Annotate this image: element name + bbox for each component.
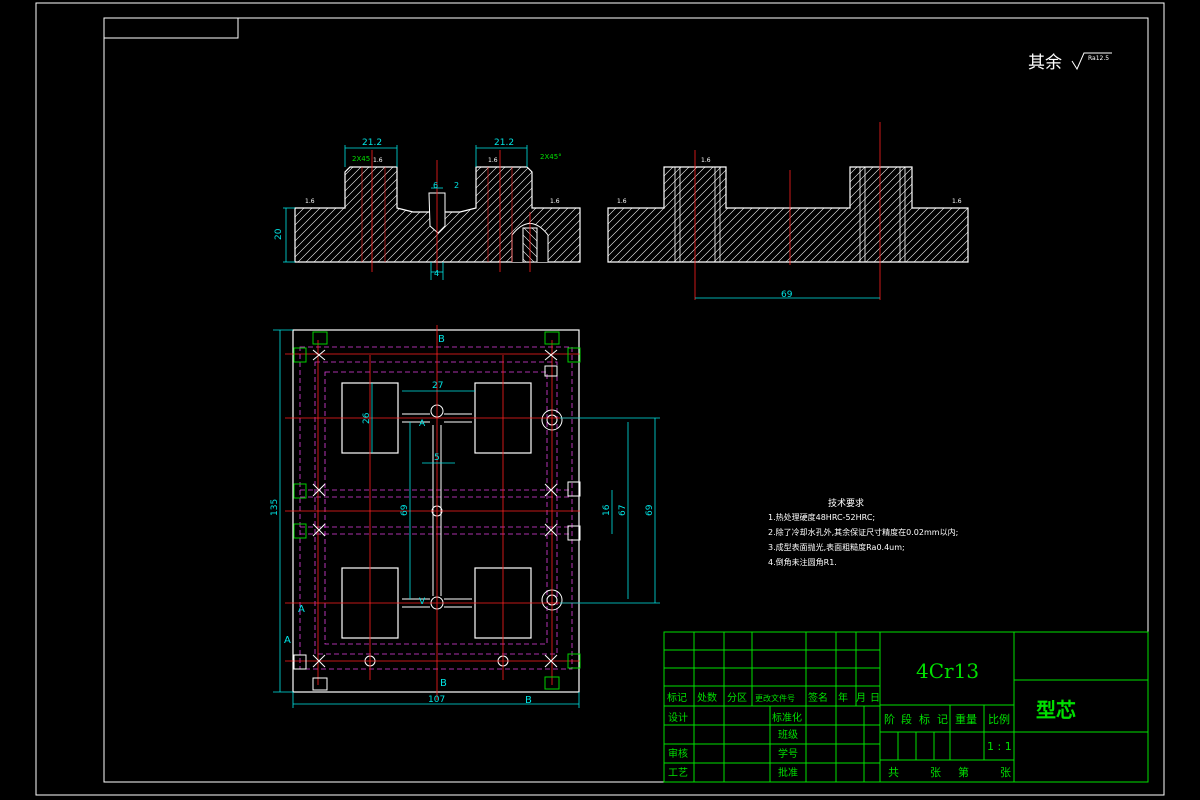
tech-item: 4.倒角未注圆角R1. [768, 557, 837, 567]
sheet-cell: 张 [1000, 766, 1011, 779]
header-cell: 标记 [667, 692, 687, 704]
header-cell: 分区 [727, 692, 747, 704]
dim-label: 27 [432, 381, 443, 391]
header-cell: 年 [838, 691, 848, 704]
dim-label: 21.2 [494, 138, 514, 148]
stage-cell: 段 [901, 712, 912, 726]
ra-mark: 1.6 [305, 198, 315, 205]
tech-title: 技术要求 [828, 497, 864, 509]
row-label: 审核 [668, 747, 688, 760]
section-label: A [419, 419, 426, 429]
material-label: 4Cr13 [916, 659, 979, 683]
section-2-body [607, 166, 969, 263]
roughness-symbol-icon [1071, 52, 1112, 71]
ra-mark: 1.6 [952, 198, 962, 205]
dim-label: 2 [454, 181, 459, 190]
tech-item: 2.除了冷却水孔外,其余保证尺寸精度在0.02mm以内; [768, 527, 958, 537]
tech-item: 1.热处理硬度48HRC-52HRC; [768, 512, 875, 522]
header-cell: 月 [856, 692, 866, 704]
chamfer-label: 2X45 [352, 155, 370, 163]
stage-cell: 比例 [988, 712, 1010, 726]
sheet-cell: 第 [958, 765, 969, 779]
section-label: A [298, 604, 305, 615]
dim-label: 21.2 [362, 138, 382, 148]
tech-requirements: 技术要求 1.热处理硬度48HRC-52HRC; 2.除了冷却水孔外,其余保证尺… [768, 497, 958, 567]
dim-label-vertical: 69 [400, 504, 410, 516]
section-label: B [525, 695, 532, 706]
header-cell: 处数 [697, 691, 717, 704]
header-cell: 签名 [808, 691, 828, 704]
stage-cell: 标 [919, 712, 930, 726]
inner-drawing-border [103, 17, 1149, 783]
stage-cell: 重量 [955, 712, 977, 726]
row-label: 班级 [778, 729, 798, 741]
roughness-note: 其余 Ra12.5 [1028, 52, 1112, 73]
dim-label-vertical: 20 [274, 228, 284, 240]
section-label: B [440, 678, 447, 689]
roughness-value: Ra12.5 [1088, 55, 1109, 62]
section-label: A [284, 635, 291, 646]
sheet-cell: 共 [888, 766, 899, 779]
part-name: 型芯 [1036, 698, 1076, 722]
dim-label: 6 [433, 181, 438, 190]
tech-item: 3.成型表面抛光,表面粗糙度Ra0.4um; [768, 542, 905, 552]
dim-label-vertical: 67 [618, 505, 628, 516]
ra-mark: 1.6 [701, 157, 711, 164]
header-cell: 更改文件号 [755, 693, 795, 703]
ra-mark: 1.6 [617, 198, 627, 205]
row-label: 工艺 [668, 767, 688, 779]
dim-label-vertical: 26 [362, 412, 372, 424]
row-label: 设计 [668, 711, 688, 724]
dim-label-vertical: 69 [645, 504, 655, 516]
ra-mark: 1.6 [373, 157, 383, 164]
outer-sheet-border [35, 2, 1165, 796]
dim-label-vertical: 135 [270, 499, 280, 516]
plan-view: 27 26 5 69 16 67 69 135 107 B B A A A V … [270, 325, 660, 708]
header-cell: 日 [870, 693, 880, 704]
dim-label: 4 [434, 269, 439, 278]
stage-cell: 记 [937, 713, 948, 726]
dim-label: 5 [434, 453, 440, 463]
scale-value: 1 : 1 [987, 740, 1012, 753]
section-label: B [438, 334, 445, 345]
row-label: 批准 [778, 766, 798, 779]
ra-mark: 1.6 [488, 157, 498, 164]
sheet-cell: 张 [930, 766, 941, 779]
chamfer-label: 2X45° [540, 153, 562, 161]
row-label: 学号 [778, 747, 798, 760]
section-label: V [419, 597, 426, 607]
roughness-label: 其余 [1028, 53, 1062, 73]
section-view-2: 69 1.6 1.6 1.6 [607, 122, 969, 300]
dim-label-vertical: 16 [602, 504, 612, 516]
dim-label: 69 [781, 290, 793, 300]
top-left-code-box [103, 17, 239, 39]
stage-cell: 阶 [884, 712, 895, 726]
row-label: 标准化 [772, 711, 802, 724]
section-view-1: 21.2 21.2 6 2 20 4 2X45 2X45° 1.6 1.6 1.… [274, 138, 581, 280]
ra-mark: 1.6 [550, 198, 560, 205]
title-block: 4Cr13 型芯 标记 处数 分区 更改文件号 签名 年 月 日 设计 审核 工… [663, 631, 1149, 783]
dim-label: 107 [428, 695, 445, 705]
